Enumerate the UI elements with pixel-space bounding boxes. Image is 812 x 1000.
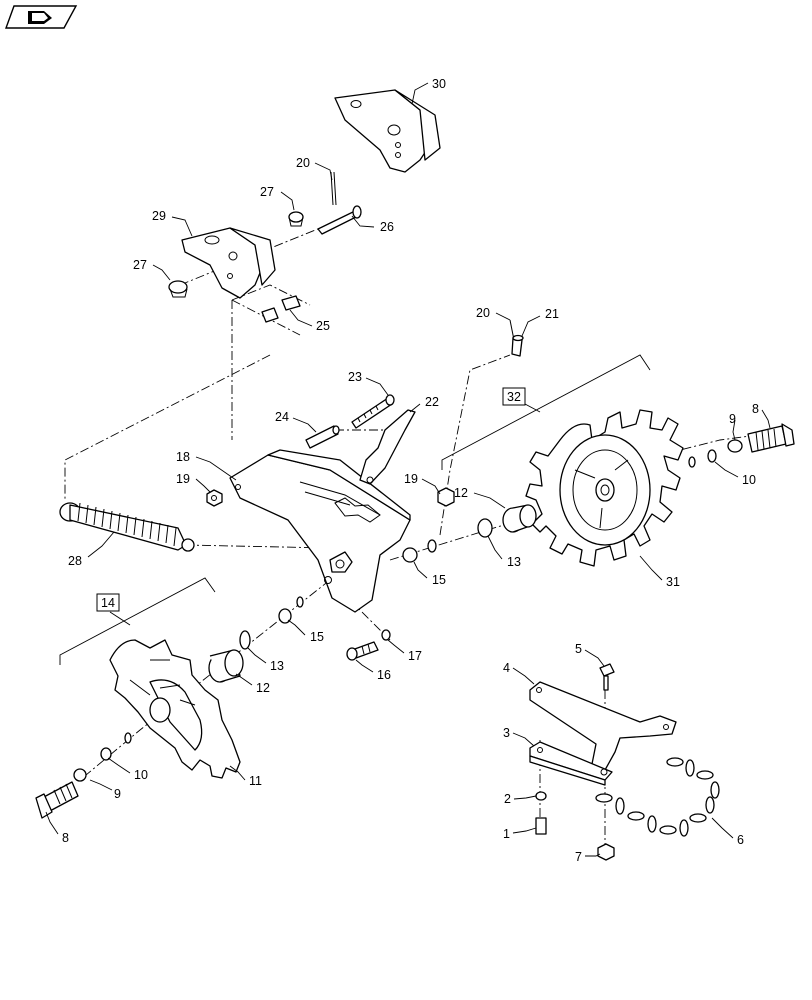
mounting-plate: [529, 681, 677, 771]
cap-screw: [346, 641, 379, 661]
callout-12: 12: [256, 681, 270, 695]
clevis-pin: [511, 334, 524, 357]
roll-pin: [305, 425, 340, 449]
callout-9: 9: [114, 787, 121, 801]
closing-wheel-right: [525, 409, 684, 567]
main-arm: [229, 449, 411, 613]
callout-1: 1: [503, 827, 510, 841]
lower-bracket: [181, 227, 276, 299]
callout-16: 16: [377, 668, 391, 682]
callout-27: 27: [133, 258, 147, 272]
callout-10: 10: [134, 768, 148, 782]
group-callout-14: 14: [96, 593, 120, 612]
callout-3: 3: [503, 726, 510, 740]
lock-washer: [124, 732, 132, 744]
bushing-pair: [261, 295, 301, 323]
drag-chain: [595, 757, 720, 837]
hex-nut: [597, 843, 615, 861]
callout-17: 17: [408, 649, 422, 663]
callout-27: 27: [260, 185, 274, 199]
lock-washer: [535, 791, 547, 801]
group-bracket-leader: [109, 611, 131, 626]
lock-washer: [100, 747, 112, 761]
callout-24: 24: [275, 410, 289, 424]
snap-ring: [239, 630, 251, 650]
hex-nut: [206, 489, 223, 507]
callout-18: 18: [176, 450, 190, 464]
wheel-bushing: [208, 649, 244, 683]
backing-plate: [529, 741, 613, 786]
hex-bolt: [35, 781, 79, 819]
callout-15: 15: [310, 630, 324, 644]
callout-13: 13: [507, 555, 521, 569]
callout-23: 23: [348, 370, 362, 384]
pivot-pin: [317, 205, 362, 235]
carriage-bolt: [599, 663, 615, 691]
callout-26: 26: [380, 220, 394, 234]
callout-11: 11: [249, 774, 262, 788]
hex-nut: [437, 487, 455, 507]
callout-5: 5: [575, 642, 582, 656]
callout-6: 6: [737, 833, 744, 847]
callout-30: 30: [432, 77, 446, 91]
callout-2: 2: [504, 792, 511, 806]
callout-4: 4: [503, 661, 510, 675]
group-bracket-leader: [524, 403, 541, 413]
callout-21: 21: [545, 307, 559, 321]
callout-28: 28: [68, 554, 82, 568]
upper-bracket: [334, 89, 441, 173]
tension-spring: [59, 502, 195, 552]
callout-19: 19: [176, 472, 190, 486]
bushing: [288, 211, 304, 227]
hex-bolt: [747, 423, 795, 453]
callout-7: 7: [575, 850, 582, 864]
lock-washer: [296, 596, 304, 608]
lock-washer: [427, 539, 437, 553]
lock-washer: [707, 449, 717, 463]
closing-wheel-left: [109, 639, 241, 779]
callout-20: 20: [476, 306, 490, 320]
callout-15: 15: [432, 573, 446, 587]
group-bracket: [441, 354, 651, 470]
callout-8: 8: [752, 402, 759, 416]
svg-text:32: 32: [507, 390, 521, 404]
navigation-arrow-icon[interactable]: [5, 5, 78, 29]
callout-labels: 30 20 27 26 29 27 25 20 21 23 22 24 18 1…: [62, 77, 759, 864]
leader-lines: [45, 82, 771, 857]
flat-washer: [402, 547, 418, 563]
svg-text:14: 14: [101, 596, 115, 610]
flat-washer: [278, 608, 292, 624]
callout-10: 10: [742, 473, 756, 487]
callout-8: 8: [62, 831, 69, 845]
group-callout-32: 32: [502, 387, 526, 406]
bushing: [168, 280, 188, 298]
callout-31: 31: [666, 575, 680, 589]
wheel-bushing: [502, 504, 537, 533]
group-bracket: [59, 577, 216, 665]
callout-25: 25: [316, 319, 330, 333]
flat-washer: [727, 439, 743, 453]
callout-29: 29: [152, 209, 166, 223]
lock-washer: [381, 629, 391, 641]
callout-19: 19: [404, 472, 418, 486]
callout-20: 20: [296, 156, 310, 170]
carriage-bolt: [535, 817, 547, 835]
callout-13: 13: [270, 659, 284, 673]
callout-12: 12: [454, 486, 468, 500]
callout-22: 22: [425, 395, 439, 409]
callout-9: 9: [729, 412, 736, 426]
snap-ring: [477, 518, 493, 538]
lock-washer: [688, 456, 696, 468]
long-bolt: [351, 394, 395, 429]
flat-washer: [73, 768, 87, 782]
